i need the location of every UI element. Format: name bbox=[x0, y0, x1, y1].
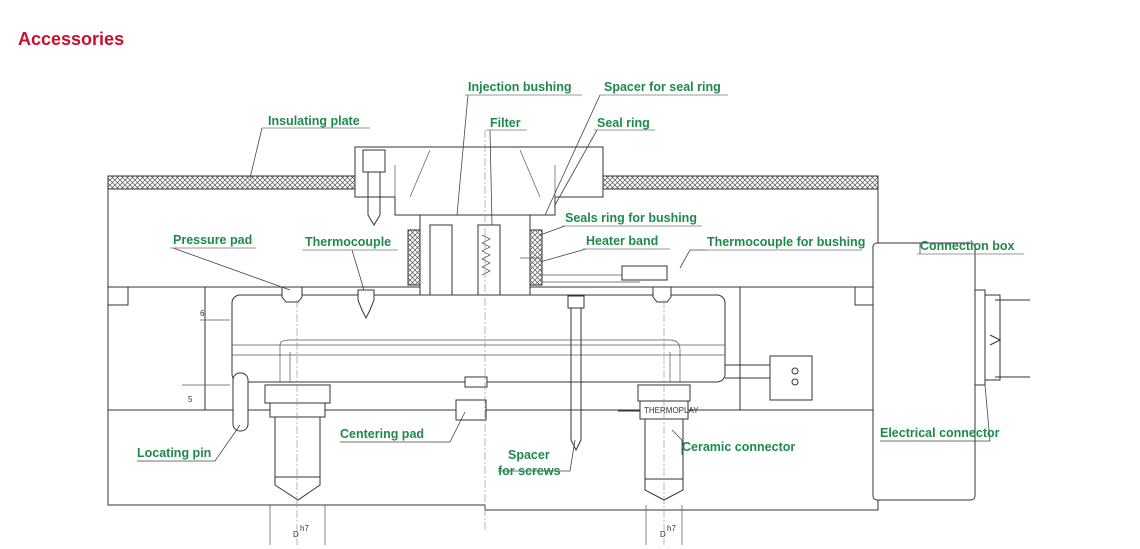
insulating-plate-right bbox=[602, 175, 879, 190]
diameter-left-tolerance: h7 bbox=[300, 524, 309, 533]
diameter-right-tolerance: h7 bbox=[667, 524, 676, 533]
thermocouple bbox=[357, 289, 375, 320]
label-centering-pad: Centering pad bbox=[340, 427, 424, 441]
label-filter: Filter bbox=[490, 116, 521, 130]
locating-ring bbox=[354, 146, 604, 216]
label-electrical-connector: Electrical connector bbox=[880, 426, 1000, 440]
label-spacer-for-screws-line2: for screws bbox=[498, 464, 561, 478]
callouts: Injection bushing Spacer for seal ring I… bbox=[137, 80, 1024, 478]
label-thermocouple-for-bushing: Thermocouple for bushing bbox=[707, 235, 865, 249]
label-seals-ring-for-bushing: Seals ring for bushing bbox=[565, 211, 697, 225]
manifold-plate bbox=[107, 286, 879, 411]
ceramic-connector bbox=[769, 355, 813, 401]
dimension-gap-side: 5 bbox=[188, 395, 193, 404]
label-ceramic-connector: Ceramic connector bbox=[682, 440, 795, 454]
electrical-connector bbox=[975, 289, 1030, 386]
label-thermocouple: Thermocouple bbox=[305, 235, 391, 249]
label-connection-box: Connection box bbox=[920, 239, 1014, 253]
label-spacer-for-seal-ring: Spacer for seal ring bbox=[604, 80, 721, 94]
label-seal-ring: Seal ring bbox=[597, 116, 650, 130]
label-pressure-pad: Pressure pad bbox=[173, 233, 252, 247]
label-heater-band: Heater band bbox=[586, 234, 658, 248]
dimension-gap-top: 6 bbox=[200, 309, 205, 318]
diameter-right: D bbox=[660, 530, 666, 539]
label-spacer-for-screws-line1: Spacer bbox=[508, 448, 550, 462]
label-injection-bushing: Injection bushing bbox=[468, 80, 571, 94]
diameter-left: D bbox=[293, 530, 299, 539]
pressure-pad-right bbox=[652, 286, 672, 303]
centering-pad bbox=[464, 376, 488, 388]
cavity-plate bbox=[107, 410, 879, 511]
pressure-pad bbox=[281, 286, 303, 303]
thermoplay-logo: THERMOPLAY bbox=[644, 406, 699, 415]
heater-band bbox=[529, 229, 543, 286]
nozzle-left bbox=[264, 384, 331, 501]
heater-band-left bbox=[407, 229, 421, 286]
spacer-for-screws bbox=[567, 295, 585, 309]
locating-pin bbox=[232, 372, 249, 432]
page-title: Accessories bbox=[18, 29, 125, 49]
manifold bbox=[231, 294, 726, 383]
label-locating-pin: Locating pin bbox=[137, 446, 211, 460]
injection-bushing bbox=[419, 214, 531, 302]
insulating-plate bbox=[107, 175, 356, 190]
thermocouple-for-bushing bbox=[621, 265, 668, 281]
connection-box bbox=[872, 242, 976, 501]
label-insulating-plate: Insulating plate bbox=[268, 114, 360, 128]
